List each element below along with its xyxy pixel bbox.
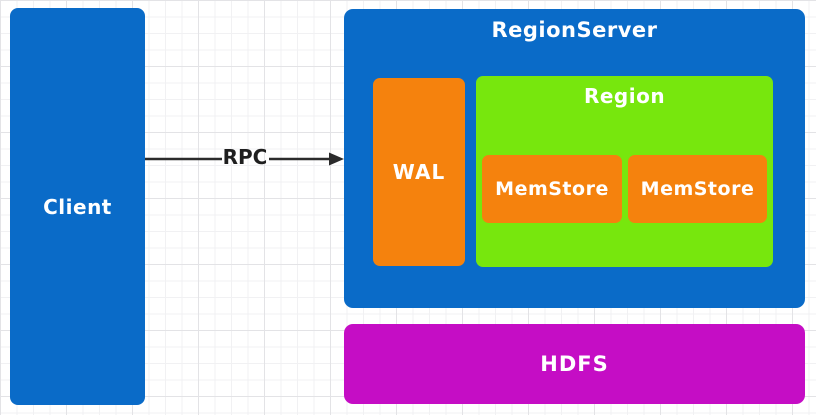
rpc-label: RPC — [222, 145, 268, 169]
client-label: Client — [43, 194, 112, 219]
regionserver-box: RegionServer WAL Region MemStore MemStor… — [344, 9, 805, 308]
hdfs-box: HDFS — [344, 324, 805, 404]
wal-label: WAL — [392, 160, 446, 184]
regionserver-title: RegionServer — [491, 18, 658, 42]
arrowhead-icon — [329, 152, 344, 166]
memstore-label-1: MemStore — [495, 178, 609, 200]
memstore-label-2: MemStore — [640, 178, 755, 200]
hdfs-label: HDFS — [540, 352, 609, 376]
region-title: Region — [583, 84, 666, 108]
client-box: Client — [10, 8, 145, 405]
memstore-box-1: MemStore — [482, 155, 622, 223]
region-box: Region MemStore MemStore — [476, 76, 773, 267]
rpc-arrow — [145, 152, 344, 166]
memstore-box-2: MemStore — [628, 155, 767, 223]
wal-box: WAL — [373, 78, 465, 266]
